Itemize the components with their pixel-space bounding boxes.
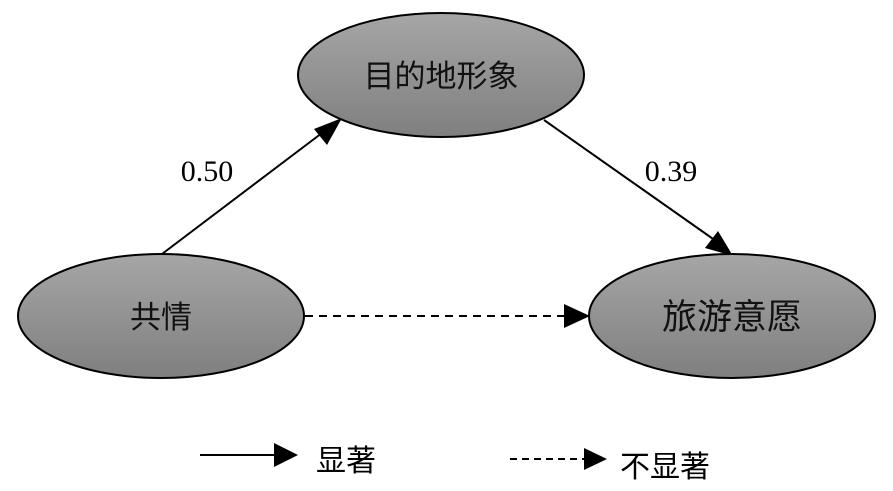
edge-label-destination-image-to-travel-intention: 0.39: [645, 155, 698, 188]
edge-empathy-to-destination-image: [161, 118, 342, 255]
node-ellipse: [17, 253, 305, 379]
node-destination-image: 目的地形象: [297, 12, 585, 138]
edge-label-empathy-to-destination-image: 0.50: [181, 155, 234, 188]
edge-line: [543, 119, 717, 242]
arrowhead-icon: [314, 118, 342, 145]
node-label-empathy: 共情: [130, 300, 192, 336]
node-label-destination-image: 目的地形象: [364, 59, 519, 95]
legend: 显著 不显著: [200, 443, 710, 485]
legend-item-significant: 显著: [200, 443, 376, 479]
node-empathy: 共情: [17, 253, 305, 379]
node-ellipse: [297, 12, 585, 138]
arrowhead-icon: [274, 443, 298, 467]
edge-empathy-to-travel-intention: [305, 304, 590, 328]
legend-label-not-significant: 不显著: [620, 450, 710, 485]
arrowhead-icon: [705, 231, 733, 256]
legend-label-significant: 显著: [316, 444, 376, 479]
legend-item-not-significant: 不显著: [510, 448, 710, 485]
arrowhead-icon: [584, 448, 607, 470]
edge-destination-image-to-travel-intention: [543, 119, 733, 256]
arrowhead-icon: [564, 304, 590, 328]
node-label-travel-intention: 旅游意愿: [662, 298, 802, 338]
node-travel-intention: 旅游意愿: [588, 253, 876, 379]
node-ellipse: [588, 253, 876, 379]
edge-line: [161, 132, 323, 255]
